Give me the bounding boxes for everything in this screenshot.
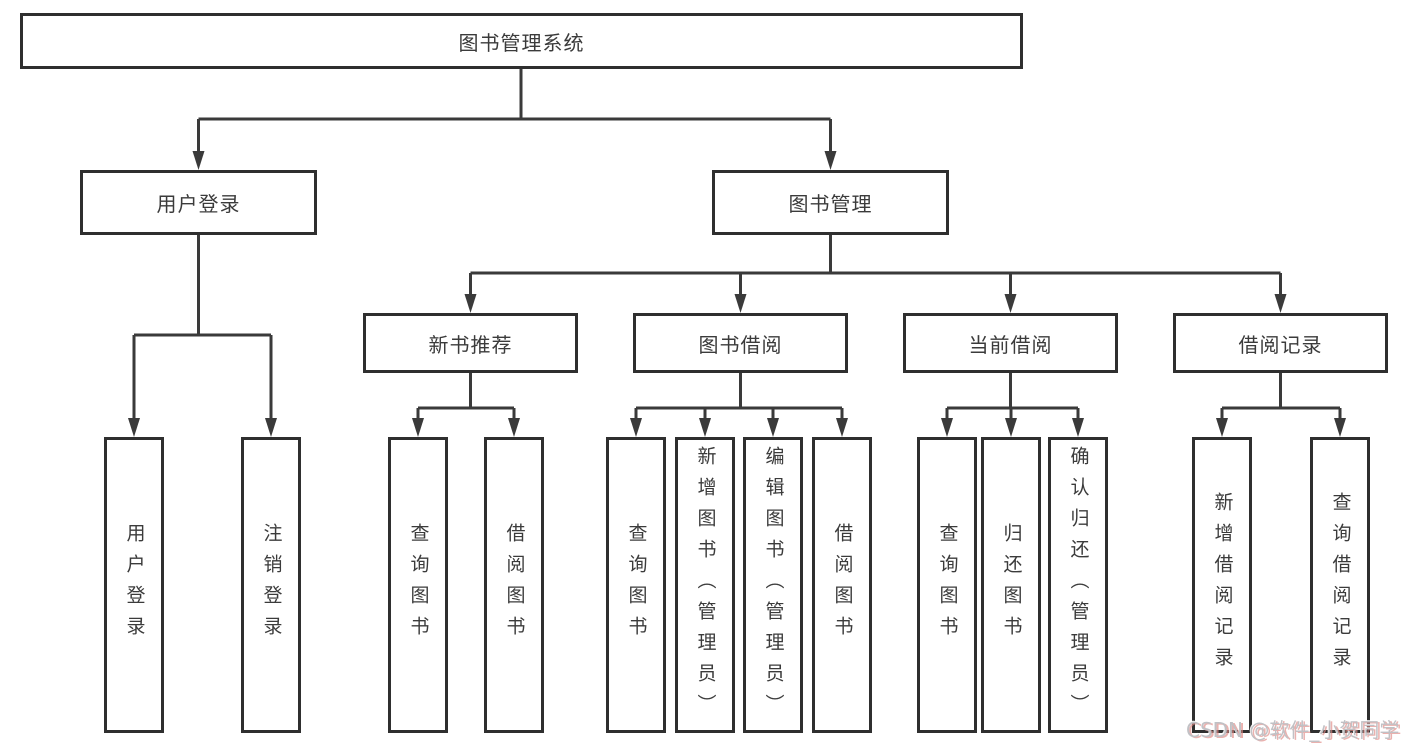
node-leaf-query-books-recommend: 查询图书 xyxy=(388,437,448,733)
node-leaf-logout-label: 注销登录 xyxy=(260,523,283,647)
node-leaf-add-book-admin-label: 新增图书（管理员） xyxy=(694,445,717,725)
node-leaf-return-books: 归还图书 xyxy=(981,437,1041,733)
node-leaf-query-borrow-record: 查询借阅记录 xyxy=(1310,437,1370,733)
node-current-borrowing: 当前借阅 xyxy=(903,313,1118,373)
node-leaf-add-borrow-record-label: 新增借阅记录 xyxy=(1211,492,1234,678)
node-user-login: 用户登录 xyxy=(80,170,317,235)
node-borrowing-records: 借阅记录 xyxy=(1173,313,1388,373)
node-leaf-return-books-label: 归还图书 xyxy=(1000,523,1023,647)
node-leaf-query-books-borrowing-label: 查询图书 xyxy=(625,523,648,647)
node-new-book-recommendation: 新书推荐 xyxy=(363,313,578,373)
watermark: CSDN @软件_小贺同学 xyxy=(1186,718,1400,742)
node-leaf-query-books-current-label: 查询图书 xyxy=(936,523,959,647)
node-leaf-confirm-return-admin-label: 确认归还（管理员） xyxy=(1067,445,1090,725)
node-leaf-user-login-label: 用户登录 xyxy=(123,523,146,647)
node-leaf-user-login: 用户登录 xyxy=(104,437,164,733)
node-new-book-recommendation-label: 新书推荐 xyxy=(428,332,513,357)
node-book-management: 图书管理 xyxy=(712,170,949,235)
node-leaf-borrow-books-recommend-label: 借阅图书 xyxy=(503,523,526,647)
node-leaf-edit-book-admin-label: 编辑图书（管理员） xyxy=(762,445,785,725)
node-leaf-add-book-admin: 新增图书（管理员） xyxy=(675,437,735,733)
node-root-label: 图书管理系统 xyxy=(458,30,585,55)
node-book-borrowing-label: 图书借阅 xyxy=(698,332,783,357)
node-leaf-logout: 注销登录 xyxy=(241,437,301,733)
node-leaf-query-books-current: 查询图书 xyxy=(917,437,977,733)
node-leaf-borrow-books-recommend: 借阅图书 xyxy=(484,437,544,733)
node-user-login-label: 用户登录 xyxy=(156,192,241,216)
node-current-borrowing-label: 当前借阅 xyxy=(968,332,1053,357)
node-book-management-label: 图书管理 xyxy=(788,192,873,216)
node-leaf-add-borrow-record: 新增借阅记录 xyxy=(1192,437,1252,733)
node-leaf-confirm-return-admin: 确认归还（管理员） xyxy=(1048,437,1108,733)
node-book-borrowing: 图书借阅 xyxy=(633,313,848,373)
node-root: 图书管理系统 xyxy=(20,13,1023,69)
node-leaf-query-books-recommend-label: 查询图书 xyxy=(407,523,430,647)
node-leaf-borrow-books: 借阅图书 xyxy=(812,437,872,733)
node-leaf-query-borrow-record-label: 查询借阅记录 xyxy=(1329,492,1352,678)
node-borrowing-records-label: 借阅记录 xyxy=(1238,332,1323,357)
node-leaf-edit-book-admin: 编辑图书（管理员） xyxy=(743,437,803,733)
node-leaf-query-books-borrowing: 查询图书 xyxy=(606,437,666,733)
node-leaf-borrow-books-label: 借阅图书 xyxy=(831,523,854,647)
